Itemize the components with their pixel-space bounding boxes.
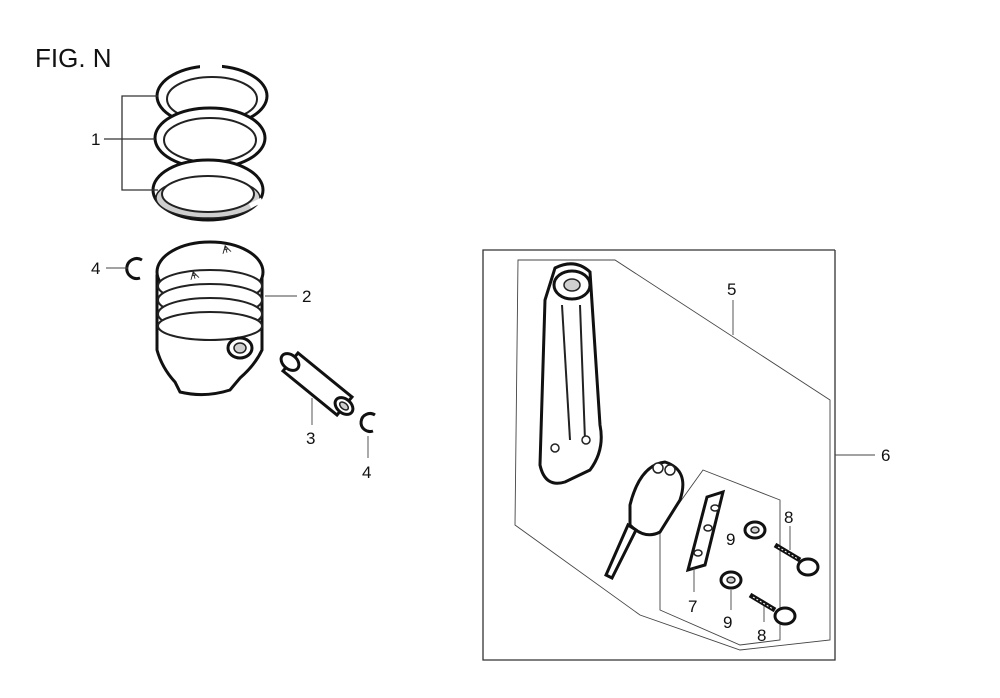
pin-clip-left (125, 257, 143, 281)
piston-ring-set (151, 63, 269, 222)
piston-pin (279, 350, 355, 418)
pin-clip-right (359, 412, 376, 433)
callout-6: 6 (881, 446, 890, 465)
lock-plate (685, 489, 726, 573)
callout-4-right: 4 (362, 463, 371, 482)
callout-2: 2 (302, 287, 311, 306)
callout-8-lower: 8 (757, 626, 766, 645)
callout-1: 1 (91, 130, 100, 149)
figure-title: FIG. N (35, 43, 112, 73)
rod-assembly-frame (482, 249, 836, 661)
connecting-rod (538, 262, 603, 485)
rod-bolt-lower (748, 592, 797, 626)
callout-9-upper: 9 (726, 530, 735, 549)
svg-text:ᗗ: ᗗ (220, 243, 233, 257)
callout-7: 7 (688, 597, 697, 616)
callout-8-upper: 8 (784, 508, 793, 527)
callout-3: 3 (306, 429, 315, 448)
washer-upper (743, 520, 767, 540)
rod-cap (604, 460, 685, 581)
washer-lower (719, 570, 743, 590)
callout-5: 5 (727, 280, 736, 299)
svg-text:ᗗ: ᗗ (188, 269, 201, 283)
callout-9-lower: 9 (723, 613, 732, 632)
ring-set-bracket (104, 95, 158, 191)
callout-4-left: 4 (91, 259, 100, 278)
piston: ᗗ ᗗ (155, 240, 265, 397)
rod-bolt-upper (773, 542, 820, 577)
